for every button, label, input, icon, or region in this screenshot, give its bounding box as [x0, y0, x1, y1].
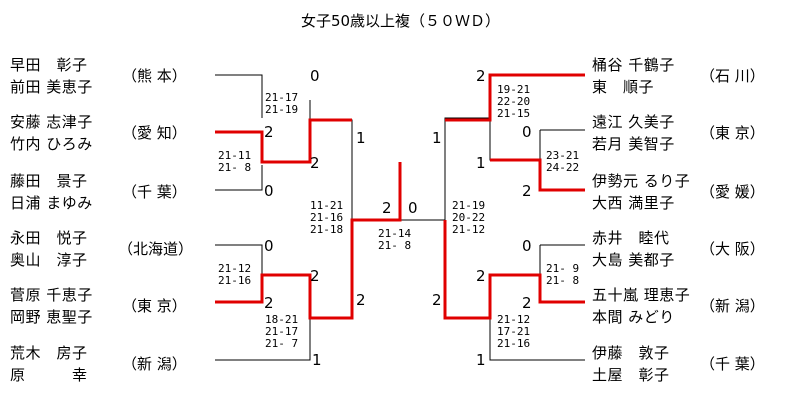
win-count: 0	[264, 182, 274, 200]
right-pair-6-pref: （千 葉）	[700, 355, 765, 373]
score: 21-17 21-19	[265, 91, 299, 116]
red-r3	[490, 158, 585, 192]
left-pair-1-player-2: 前田 美恵子	[10, 78, 93, 96]
right-pair-4-player-2: 大島 美都子	[592, 251, 675, 269]
win-count: 2	[310, 154, 320, 172]
left-pair-5-pref: （東 京）	[122, 297, 187, 315]
win-count: 2	[264, 294, 274, 312]
left-pair-2-player-1: 安藤 志津子	[10, 113, 93, 131]
score: 21-11 21- 8	[218, 149, 252, 174]
right-pair-2-player-1: 遠江 久美子	[592, 113, 675, 131]
win-count: 0	[310, 67, 320, 85]
win-count: 1	[476, 351, 486, 369]
score: 21-12 21-16	[218, 262, 252, 287]
left-pair-4-pref: （北海道）	[118, 240, 194, 258]
line-l1	[215, 74, 263, 95]
right-pair-2-pref: （東 京）	[700, 124, 765, 142]
left-pair-3-pref: （千 葉）	[122, 183, 187, 201]
left-pair-2-pref: （愛 知）	[122, 124, 187, 142]
win-count: 0	[522, 123, 532, 141]
right-pair-1-player-1: 桶谷 千鶴子	[592, 56, 675, 74]
win-count: 0	[264, 237, 274, 255]
right-pair-6-player-1: 伊藤 敦子	[592, 344, 670, 362]
right-pair-5-player-2: 本間 みどり	[592, 308, 675, 326]
line-l6	[215, 318, 311, 361]
win-count: 2	[476, 267, 486, 285]
right-pair-2-player-2: 若月 美智子	[592, 135, 675, 153]
win-count: 0	[408, 199, 418, 217]
left-pair-4-player-2: 奥山 淳子	[10, 251, 88, 269]
red-r5	[443, 220, 585, 320]
win-count: 2	[522, 182, 532, 200]
right-pair-5-pref: （新 潟）	[700, 297, 765, 315]
right-pair-5-player-1: 五十嵐 理恵子	[592, 286, 691, 304]
win-count: 2	[476, 67, 486, 85]
right-pair-4-pref: （大 阪）	[700, 240, 765, 258]
left-pair-6-player-2: 原 幸	[10, 366, 88, 384]
right-pair-1-player-2: 東 順子	[592, 78, 655, 96]
win-count: 1	[432, 129, 442, 147]
score: 21-19 20-22 21-12	[452, 199, 486, 236]
left-pair-4-player-1: 永田 悦子	[10, 229, 88, 247]
line-r1	[444, 117, 490, 220]
win-count: 2	[432, 291, 442, 309]
right-pair-3-player-1: 伊勢元 るり子	[592, 172, 691, 190]
win-count: 1	[356, 129, 366, 147]
right-pair-3-pref: （愛 媛）	[700, 183, 765, 201]
red-l2	[215, 118, 352, 164]
left-pair-5-player-1: 菅原 千恵子	[10, 286, 93, 304]
win-count: 2	[264, 123, 274, 141]
left-pair-1-player-1: 早田 彰子	[10, 56, 88, 74]
win-count: 1	[312, 351, 322, 369]
right-pair-3-player-2: 大西 満里子	[592, 194, 675, 212]
left-pair-6-player-1: 荒木 房子	[10, 344, 88, 362]
win-count: 2	[382, 199, 392, 217]
left-pair-5-player-2: 岡野 恵聖子	[10, 308, 93, 326]
score: 19-21 22-20 21-15	[497, 83, 531, 120]
score: 21-12 17-21 21-16	[497, 313, 531, 350]
score: 11-21 21-16 21-18	[310, 199, 344, 236]
right-pair-1-pref: （石 川）	[700, 67, 765, 85]
score: 18-21 21-17 21- 7	[265, 313, 299, 350]
line-l4	[215, 244, 263, 275]
score: 21-14 21- 8	[378, 227, 412, 252]
win-count: 2	[356, 291, 366, 309]
win-count: 2	[310, 267, 320, 285]
win-count: 2	[522, 294, 532, 312]
red-r1	[445, 73, 585, 122]
left-pair-3-player-1: 藤田 景子	[10, 172, 88, 190]
left-pair-6-pref: （新 潟）	[122, 355, 187, 373]
right-pair-4-player-1: 赤井 睦代	[592, 229, 670, 247]
score: 23-21 24-22	[546, 149, 580, 174]
line-l3	[215, 165, 263, 191]
win-count: 1	[476, 154, 486, 172]
score: 21- 9 21- 8	[546, 262, 580, 287]
left-pair-2-player-2: 竹内 ひろみ	[10, 135, 93, 153]
left-pair-1-pref: （熊 本）	[122, 67, 187, 85]
left-pair-3-player-2: 日浦 まゆみ	[10, 194, 93, 212]
right-pair-6-player-2: 土屋 彰子	[592, 366, 670, 384]
page-title: 女子50歳以上複（５０ＷＤ）	[300, 12, 501, 30]
win-count: 0	[522, 237, 532, 255]
red-l5	[215, 162, 402, 320]
